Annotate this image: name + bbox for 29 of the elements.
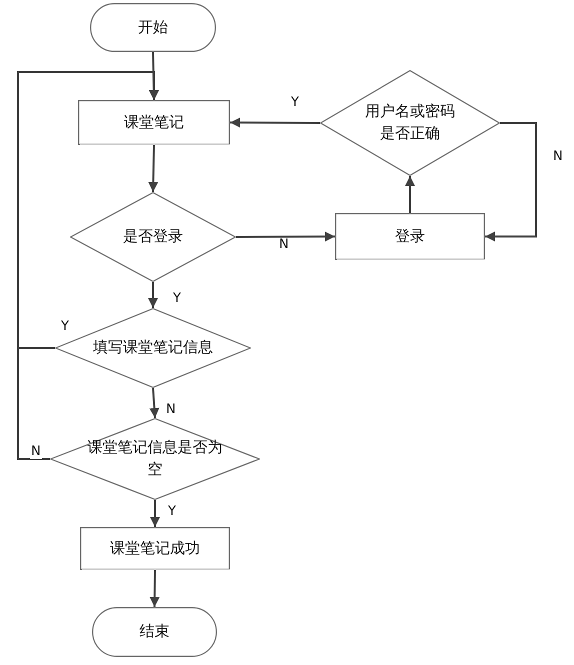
arrow: [405, 176, 415, 213]
arrow: [150, 500, 160, 527]
node-label: 是否登录: [123, 226, 183, 248]
node-label: 课堂笔记: [124, 112, 184, 133]
arrow: [230, 118, 320, 128]
arrow: [485, 122, 537, 242]
decision-diamond: [55, 308, 251, 388]
arrow: [236, 232, 335, 242]
decision-diamond: [320, 70, 500, 176]
process-box: [80, 527, 230, 570]
node-label: 登录: [395, 226, 425, 247]
node-label: 开始: [138, 16, 168, 38]
edge-label: N: [30, 445, 42, 460]
node-label: 课堂笔记成功: [110, 538, 200, 559]
node-label: 结束: [140, 621, 170, 642]
arrow: [148, 282, 158, 308]
node-label: 课堂笔记信息是否为空: [86, 437, 224, 480]
terminal-box: [90, 3, 216, 52]
node-label: 填写课堂笔记信息: [93, 337, 213, 358]
arrow: [149, 388, 160, 418]
node-label: 用户名或密码是否正确: [364, 101, 456, 144]
process-box: [78, 100, 230, 145]
arrow: [148, 144, 158, 192]
process-box: [335, 213, 485, 260]
decision-diamond: [70, 192, 236, 282]
arrow: [150, 570, 160, 608]
decision-diamond: [50, 418, 260, 500]
arrow: [17, 71, 159, 460]
terminal-box: [92, 607, 217, 657]
